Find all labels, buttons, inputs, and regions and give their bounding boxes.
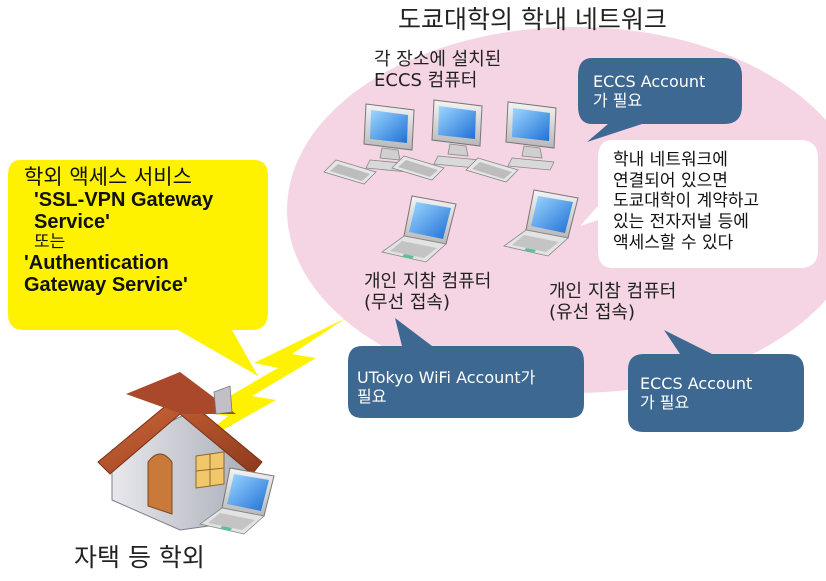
ecc-computer-label: 각 장소에 설치된 ECCS 컴퓨터	[374, 49, 502, 91]
wired-laptop-label: 개인 지참 컴퓨터 (유선 접속)	[549, 281, 677, 323]
callout-ecc-account-shape	[578, 58, 742, 142]
home-offcampus-label: 자택 등 학외	[74, 543, 205, 572]
authentication-service-name: 'Authentication Gateway Service'	[24, 251, 188, 296]
house-icon	[97, 372, 263, 531]
callout-wired-account-shape	[628, 330, 804, 432]
offcampus-service-title: 학외 액세스 서비스	[24, 165, 192, 189]
offcampus-bubble-shape	[8, 160, 268, 376]
offcampus-access-bubble: 학외 액세스 서비스 'SSL-VPN Gateway Service' 또는 …	[24, 165, 214, 296]
callout-wifi-account: UTokyo WiFi Account가 필요	[357, 368, 536, 407]
callout-wired-account: ECCS Account 가 필요	[640, 374, 753, 413]
wireless-laptop-label: 개인 지참 컴퓨터 (무선 접속)	[364, 271, 492, 313]
callout-ecc-account: ECCS Account 가 필요	[593, 72, 706, 111]
campus-network-title: 도쿄대학의 학내 네트워크	[398, 5, 667, 34]
lightning-bolt-icon	[184, 318, 346, 452]
or-label: 또는	[34, 232, 66, 253]
journal-note-shape	[580, 140, 818, 268]
ssl-vpn-service-name: 'SSL-VPN Gateway Service'	[34, 189, 214, 234]
callout-wifi-account-shape	[348, 318, 584, 418]
journal-access-note: 학내 네트워크에 연결되어 있으면 도쿄대학이 계약하고 있는 전자저널 등에 …	[613, 150, 760, 253]
